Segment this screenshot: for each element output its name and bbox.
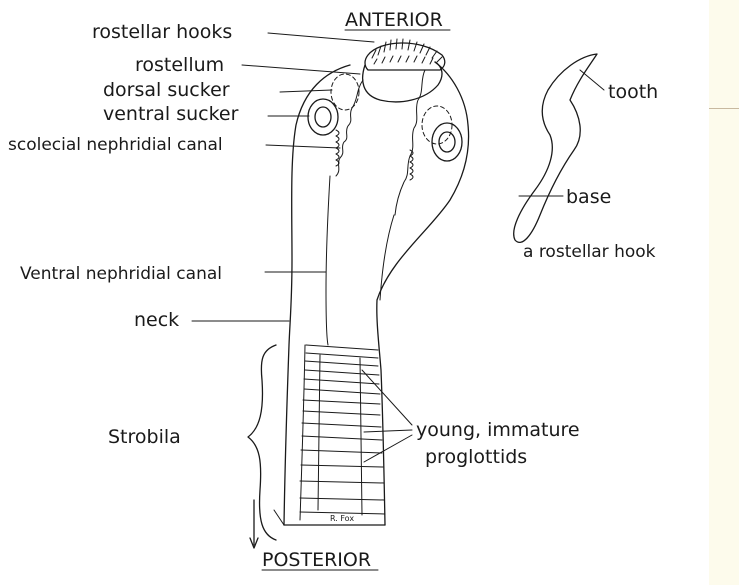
ventral-nephridial-canal (325, 175, 395, 346)
posterior-arrow (249, 499, 259, 549)
artist-signature: R. Fox (330, 514, 354, 523)
ventral-sucker-right (431, 122, 463, 162)
label-rostellar-hooks: rostellar hooks (92, 21, 232, 43)
label-neck: neck (134, 309, 179, 331)
leader-scolecial-canal (265, 144, 341, 149)
leader-proglottid-1 (361, 369, 413, 426)
label-dorsal-sucker: dorsal sucker (103, 79, 230, 101)
rostellar-hooks-crown (364, 38, 446, 71)
label-proglottids: proglottids (425, 446, 527, 468)
rostellar-hook-drawing (513, 53, 598, 243)
label-scolecial-nephridial-canal: scolecial nephridial canal (8, 135, 223, 155)
dorsal-sucker-right (421, 105, 453, 145)
label-ventral-sucker: ventral sucker (103, 103, 239, 125)
strobila-brace (247, 344, 277, 541)
label-a-rostellar-hook: a rostellar hook (523, 242, 656, 262)
leader-rostellum (241, 64, 361, 75)
label-tooth: tooth (608, 81, 658, 103)
dorsal-sucker-left (330, 73, 360, 111)
side-panel-rule (709, 108, 739, 109)
leader-rostellar-hooks (267, 32, 375, 43)
leader-tooth (579, 69, 605, 91)
label-rostellum: rostellum (135, 54, 224, 76)
label-base: base (566, 186, 611, 208)
leader-proglottid-3 (363, 434, 413, 463)
leader-dorsal-sucker (279, 89, 333, 93)
label-anterior: ANTERIOR (345, 9, 443, 31)
leader-proglottid-2 (363, 429, 413, 433)
label-strobila: Strobila (108, 426, 181, 448)
label-young-immature: young, immature (416, 419, 580, 441)
label-posterior: POSTERIOR (262, 549, 371, 571)
ventral-sucker-left (307, 98, 339, 136)
side-panel (709, 0, 739, 585)
label-ventral-nephridial-canal: Ventral nephridial canal (20, 264, 222, 284)
proglottid-segments (299, 344, 386, 516)
leader-lines (191, 32, 605, 463)
rostellum (362, 61, 443, 103)
scolecial-nephridial-canal-right (394, 69, 426, 216)
body-outline (273, 61, 470, 526)
